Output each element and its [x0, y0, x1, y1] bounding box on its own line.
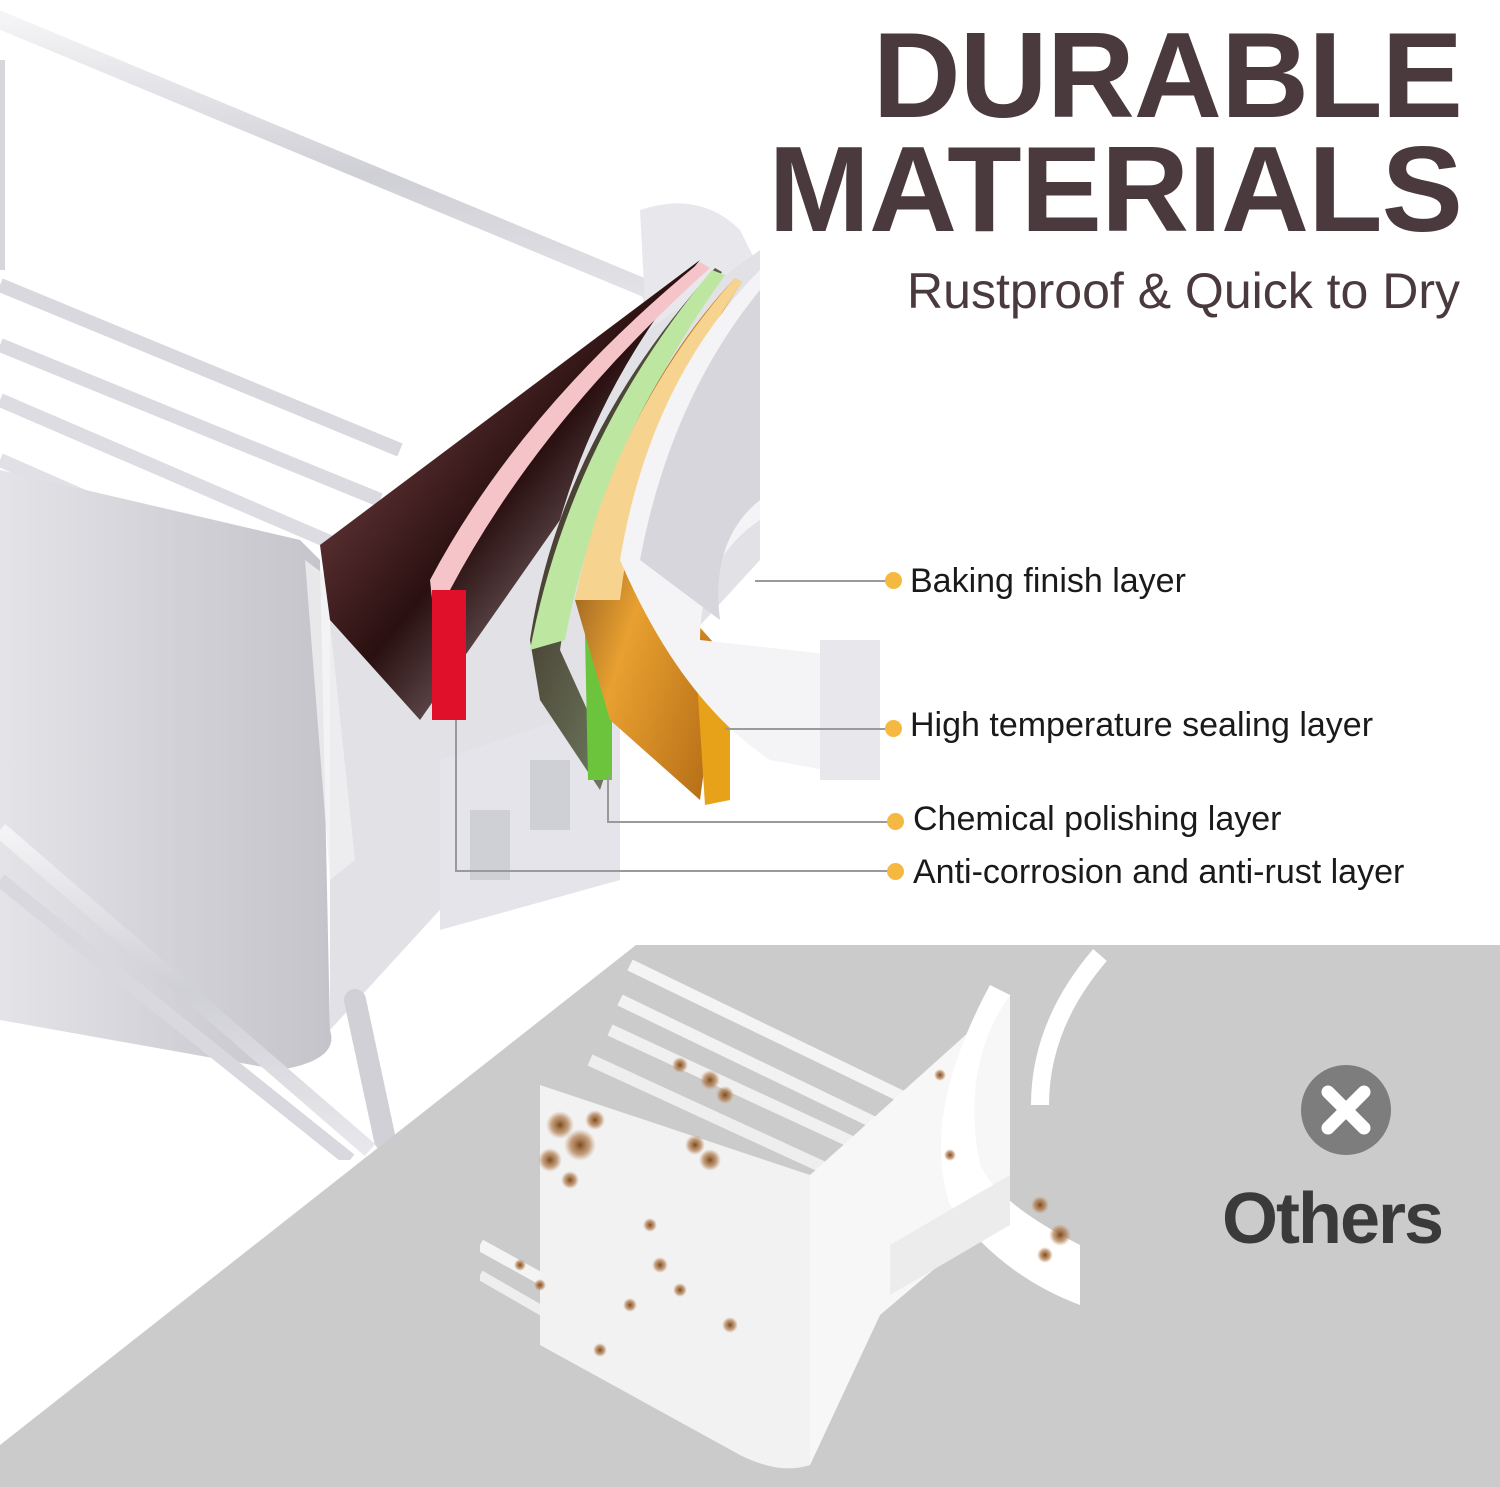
callout-dot-baking [885, 572, 902, 589]
layer-label-anticorrosion: Anti-corrosion and anti-rust layer [913, 853, 1405, 891]
callout-dot-anticorrosion [887, 863, 904, 880]
rack-layers-illustration [0, 11, 880, 1160]
leader-line-polishing-h [607, 821, 890, 823]
leader-line-sealing [725, 728, 890, 730]
callout-dot-sealing [885, 720, 902, 737]
layer-label-polishing: Chemical polishing layer [913, 800, 1282, 838]
leader-line-polishing-v [607, 775, 609, 823]
title-line-2: MATERIALS [768, 121, 1463, 257]
title-line-1: DURABLE [872, 7, 1463, 143]
x-mark-icon [1321, 1085, 1371, 1135]
x-circle-icon [1301, 1065, 1391, 1155]
leader-line-baking [755, 580, 890, 582]
leader-line-anticorrosion-v [455, 720, 457, 872]
rusty-rack-illustration [480, 949, 1107, 1469]
callout-dot-polishing [887, 813, 904, 830]
layer-label-sealing: High temperature sealing layer [910, 706, 1374, 744]
layer-label-baking: Baking finish layer [910, 562, 1186, 600]
subtitle: Rustproof & Quick to Dry [907, 263, 1460, 319]
others-label: Others [1222, 1179, 1444, 1259]
leader-line-anticorrosion-h [455, 870, 890, 872]
